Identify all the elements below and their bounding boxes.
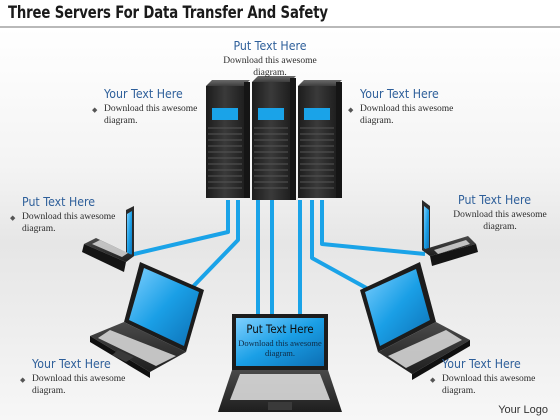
callout-heading: Your Text Here [32,356,111,371]
laptop-screen [127,211,132,258]
laptop-front-right [360,262,470,380]
callout-body: Download this awesome diagram. [453,210,547,232]
bullet-icon: ◆ [348,106,354,114]
callout-mid-right: Put Text Here Download this awesome diag… [448,192,552,233]
laptop-center [218,314,342,412]
laptop-screen [129,268,199,346]
callout-body: Download this awesome diagram. [32,374,126,396]
callout-heading: Put Text Here [233,38,307,53]
callout-body: Download this awesome diagram. [104,104,198,126]
server-display [258,108,284,120]
laptop-screen [365,269,430,346]
callout-body: Download this awesome diagram. [442,374,536,396]
center-screen-heading: Put Text Here [246,322,314,336]
callout-body: Download this awesome diagram. [223,56,317,78]
laptop-mid-right [422,200,478,266]
cable-mid-left [129,200,230,257]
callout-heading: Your Text Here [104,86,183,101]
bullet-icon: ◆ [92,106,98,114]
laptop-screen [236,318,324,366]
callout-upper-left: Your Text Here ◆ Download this awesome d… [92,86,204,127]
callout-bottom-right: Your Text Here ◆ Download this awesome d… [430,356,546,397]
server-display [304,108,330,120]
center-screen-body: Download this awesome diagram. [238,338,322,358]
cable-mid-right [320,200,426,256]
server-rack-right [298,80,342,198]
title-divider [0,26,560,28]
bullet-icon: ◆ [10,214,16,222]
laptop-front-left [90,262,204,378]
server-rack-left [206,80,250,198]
laptop-screen [424,206,429,252]
cable-front-left [180,200,240,300]
callout-body: Download this awesome diagram. [22,212,116,234]
callout-mid-left: Put Text Here ◆ Download this awesome di… [10,194,122,235]
callout-bottom-left: Your Text Here ◆ Download this awesome d… [20,356,136,397]
callout-heading: Your Text Here [360,86,439,101]
laptop-mid-left [82,206,134,272]
bullet-icon: ◆ [430,376,436,384]
callout-top-center: Put Text Here Download this awesome diag… [208,38,332,79]
callout-heading: Put Text Here [22,194,96,209]
callout-upper-right: Your Text Here ◆ Download this awesome d… [348,86,464,127]
cables [129,200,426,320]
callout-heading: Put Text Here [458,192,532,207]
callout-heading: Your Text Here [442,356,521,371]
bullet-icon: ◆ [20,376,26,384]
cable-front-right [310,200,371,292]
server-rack-center [252,76,296,200]
server-display [212,108,238,120]
center-screen-callout: Put Text Here Download this awesome diag… [238,322,322,358]
slide-title: Three Servers For Data Transfer And Safe… [8,3,328,23]
callout-body: Download this awesome diagram. [360,104,454,126]
footer-logo: Your Logo [498,404,548,416]
